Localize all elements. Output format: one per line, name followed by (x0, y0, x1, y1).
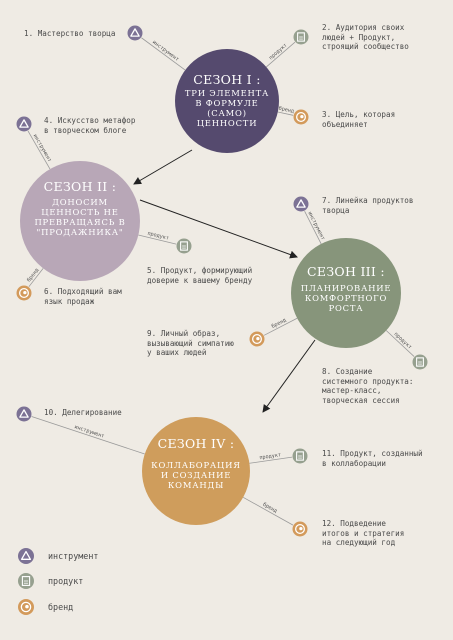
connector-label: бренд (278, 105, 295, 115)
season-2-subtitle-line: ЦЕННОСТЬ НЕ (41, 207, 119, 217)
document-icon (293, 29, 309, 45)
spiral-icon (16, 285, 32, 301)
item-12-label: 12. Подведение итогов и стратегия на сле… (322, 519, 405, 548)
connector-label: продукт (268, 43, 288, 62)
triangle-icon (16, 116, 32, 132)
season-2-subtitle: ДОНОСИМ ЦЕННОСТЬ НЕ ПРЕВРАЩАЯСЬ В "ПРОДА… (22, 197, 138, 237)
triangle-icon (18, 548, 34, 564)
item-6-label: 6. Подходящий вам язык продаж (44, 287, 122, 306)
connector-label: инструмент (151, 39, 180, 62)
season-1-circle (175, 49, 279, 153)
document-icon (412, 354, 428, 370)
triangle-icon (293, 196, 309, 212)
season-1-subtitle: ТРИ ЭЛЕМЕНТА В ФОРМУЛЕ (САМО) ЦЕННОСТИ (172, 88, 282, 128)
connector-line (141, 37, 186, 71)
connector-line (385, 330, 415, 357)
connector-line (31, 416, 145, 455)
arrow-season2-to-season3 (139, 199, 298, 259)
arrow-season3-to-season4 (262, 339, 316, 413)
season-arrows (133, 149, 316, 413)
season-3-subtitle: ПЛАНИРОВАНИЕ КОМФОРТНОГО РОСТА (290, 283, 402, 313)
item-1-label: 1. Мастерство творца (24, 29, 116, 38)
connector-line (249, 456, 293, 464)
season-2-subtitle-line: "ПРОДАЖНИКА" (36, 227, 124, 237)
item-11-label: 11. Продукт, созданный в коллаборации (322, 449, 423, 468)
spiral-icon (249, 331, 265, 347)
legend-tool-label: инструмент (48, 551, 99, 561)
connector-line (27, 130, 51, 170)
legend-icons (18, 548, 34, 615)
season-2-subtitle-line: ДОНОСИМ (52, 197, 108, 207)
document-icon (18, 573, 34, 589)
connector-line (277, 111, 294, 116)
season-4-subtitle-line: КОЛЛАБОРАЦИЯ (151, 460, 241, 470)
season-1-title: СЕЗОН I : (193, 72, 261, 87)
season-3-circle (291, 238, 401, 348)
connector-line (263, 317, 298, 336)
connector-line (242, 496, 294, 526)
item-icons (16, 25, 428, 537)
season-3-title: СЕЗОН III : (307, 264, 385, 279)
connector-label: продукт (393, 331, 413, 350)
connector-line (266, 41, 296, 68)
item-5-label: 5. Продукт, формирующий доверие к вашему… (147, 266, 253, 285)
connector-line (304, 210, 322, 245)
season-1-subtitle-line: ЦЕННОСТИ (196, 118, 258, 128)
season-3-subtitle-line: ПЛАНИРОВАНИЕ (300, 283, 392, 293)
item-10-label: 10. Делегирование (44, 408, 122, 417)
connector-label: инструмент (306, 211, 325, 242)
item-9-label: 9. Личный образ, вызывающий симпатию у в… (147, 329, 234, 358)
legend-product-label: продукт (48, 576, 84, 586)
season-1-subtitle-line: ТРИ ЭЛЕМЕНТА (184, 88, 270, 98)
season-4-title: СЕЗОН IV : (157, 436, 235, 451)
season-circles (20, 49, 401, 525)
spiral-icon (292, 521, 308, 537)
season-3-subtitle-line: КОМФОРТНОГО (304, 293, 388, 303)
document-icon (176, 238, 192, 254)
connector-line (28, 268, 44, 287)
season-4-subtitle-line: И СОЗДАНИЕ (160, 470, 232, 480)
connector-label: продукт (259, 452, 282, 461)
item-8-label: 8. Создание системного продукта: мастер-… (322, 367, 414, 405)
item-7-label: 7. Линейка продуктов творца (322, 196, 414, 215)
document-icon (292, 448, 308, 464)
connector-label: продукт (147, 231, 170, 242)
season-2-circle (20, 161, 140, 281)
season-4-subtitle: КОЛЛАБОРАЦИЯ И СОЗДАНИЕ КОМАНДЫ (140, 460, 252, 490)
triangle-icon (16, 406, 32, 422)
season-4-circle (142, 417, 250, 525)
season-2-title: СЕЗОН II : (43, 179, 117, 194)
legend-brand-label: бренд (48, 602, 74, 612)
connector-line (138, 234, 177, 245)
season-3-subtitle-line: РОСТА (328, 303, 364, 313)
arrow-season1-to-season2 (133, 149, 193, 185)
season-1-subtitle-line: В ФОРМУЛЕ (195, 98, 259, 108)
item-2-label: 2. Аудитория своих людей + Продукт, стро… (322, 23, 409, 52)
item-4-label: 4. Искусство метафор в творческом блоге (44, 116, 136, 135)
spiral-icon (18, 599, 34, 615)
season-4-subtitle-line: КОМАНДЫ (167, 480, 225, 490)
item-3-label: 3. Цель, которая объединяет (322, 110, 396, 129)
connector-label: инструмент (32, 133, 53, 163)
spiral-icon (293, 109, 309, 125)
triangle-icon (127, 25, 143, 41)
season-1-subtitle-line: (САМО) (207, 108, 247, 118)
season-2-subtitle-line: ПРЕВРАЩАЯСЬ В (34, 217, 126, 227)
